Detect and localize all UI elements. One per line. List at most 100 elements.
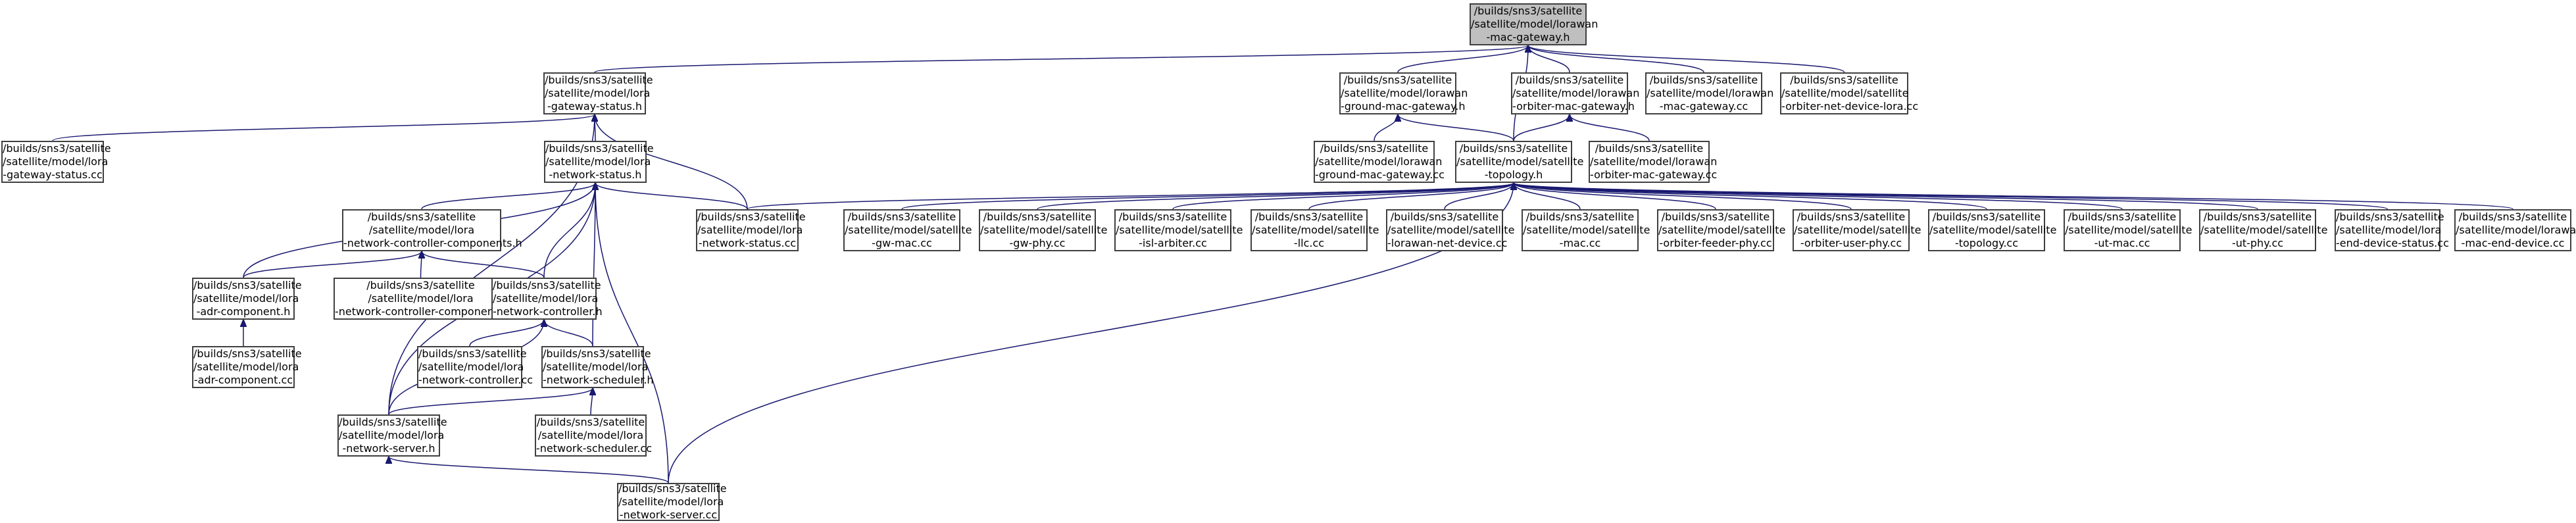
node-label-line: /satellite/model/satellite (1116, 224, 1243, 236)
node-label-line: -mac-gateway.h (1486, 31, 1570, 43)
edge-lorawan-ground-mac-gateway-h-to-root (1397, 45, 1528, 73)
node-label-line: /satellite/model/lorawan (1590, 155, 1718, 168)
node-label-line: /builds/sns3/satellite (193, 279, 302, 291)
node-satellite-ut-phy-cc[interactable]: /builds/sns3/satellite/satellite/model/s… (2199, 209, 2328, 251)
node-label-line: /builds/sns3/satellite (1459, 142, 1568, 155)
node-label-line: -orbiter-net-device-lora.cc (1781, 100, 1919, 112)
node-lora-network-controller-cc[interactable]: /builds/sns3/satellite/satellite/model/l… (417, 346, 533, 388)
node-label-line: /satellite/model/lora (537, 429, 644, 441)
edge-satellite-isl-arbiter-cc-to-satellite-topology-h (1172, 183, 1514, 210)
node-lorawan-mac-gateway-cc[interactable]: /builds/sns3/satellite/satellite/model/l… (1645, 72, 1773, 114)
node-lorawan-ground-mac-gateway-h[interactable]: /builds/sns3/satellite/satellite/model/l… (1339, 72, 1468, 114)
node-lora-network-status-h[interactable]: /builds/sns3/satellite/satellite/model/l… (544, 141, 654, 183)
node-satellite-gw-phy-cc[interactable]: /builds/sns3/satellite/satellite/model/s… (979, 209, 1108, 251)
edge-lora-network-server-cc-to-lora-network-status-h (595, 183, 669, 484)
node-satellite-topology-cc[interactable]: /builds/sns3/satellite/satellite/model/s… (1928, 209, 2057, 251)
edge-lora-gateway-status-cc-to-lora-gateway-status-h (52, 114, 595, 141)
node-label-line: /builds/sns3/satellite (493, 279, 601, 291)
node-label-line: /satellite/model/lora (543, 361, 649, 373)
node-lorawan-orbiter-mac-gateway-h[interactable]: /builds/sns3/satellite/satellite/model/l… (1511, 72, 1639, 114)
node-satellite-orbiter-feeder-phy-cc[interactable]: /builds/sns3/satellite/satellite/model/s… (1657, 209, 1786, 251)
node-lora-network-status-cc[interactable]: /builds/sns3/satellite/satellite/model/l… (696, 209, 806, 251)
node-satellite-isl-arbiter-cc[interactable]: /builds/sns3/satellite/satellite/model/s… (1114, 209, 1243, 251)
edge-lora-network-scheduler-h-to-lora-network-controller-h (544, 320, 593, 347)
node-label-line: /satellite/model/satellite (2200, 224, 2328, 236)
node-label-line: /satellite/model/satellite (980, 224, 1108, 236)
node-label-line: /satellite/model/lorawan (1341, 87, 1468, 99)
node-lora-end-device-status-cc[interactable]: /builds/sns3/satellite/satellite/model/l… (2335, 209, 2449, 251)
node-label-line: -network-scheduler.h (543, 374, 654, 386)
edge-lorawan-mac-end-device-cc-to-satellite-topology-h (1514, 183, 2514, 210)
node-satellite-lorawan-net-device-cc[interactable]: /builds/sns3/satellite/satellite/model/s… (1386, 209, 1514, 251)
node-satellite-llc-cc[interactable]: /builds/sns3/satellite/satellite/model/s… (1251, 209, 1379, 251)
node-label-line: /builds/sns3/satellite (418, 347, 527, 360)
edge-satellite-gw-mac-cc-to-satellite-topology-h (901, 183, 1514, 210)
node-label-line: /builds/sns3/satellite (543, 347, 651, 360)
node-label-line: /satellite/model/satellite (1929, 224, 2057, 236)
node-label-line: /satellite/model/lora (697, 224, 803, 236)
node-lora-adr-component-h[interactable]: /builds/sns3/satellite/satellite/model/l… (192, 278, 302, 320)
node-lora-network-scheduler-h[interactable]: /builds/sns3/satellite/satellite/model/l… (541, 346, 654, 388)
node-label-line: -adr-component.cc (193, 374, 293, 386)
node-label-line: /satellite/model/lora (418, 361, 524, 373)
node-label-line: /builds/sns3/satellite (1595, 142, 1704, 155)
edge-lora-network-controller-components-cc-to-lora-network-controller-components-h (421, 251, 422, 278)
edge-lora-network-scheduler-cc-to-lora-network-scheduler-h (591, 388, 593, 415)
node-label-line: /builds/sns3/satellite (847, 211, 956, 223)
node-label-line: -network-controller.cc (418, 374, 533, 386)
node-label-line: -adr-component.h (196, 305, 291, 318)
edge-lorawan-ground-mac-gateway-cc-to-lorawan-ground-mac-gateway-h (1374, 114, 1398, 141)
node-lora-network-controller-h[interactable]: /builds/sns3/satellite/satellite/model/l… (491, 278, 603, 320)
node-label-line: -network-server.h (342, 442, 435, 455)
node-lora-network-server-h[interactable]: /builds/sns3/satellite/satellite/model/l… (337, 414, 447, 457)
node-label-line: -network-controller-components.h (343, 237, 522, 249)
edge-lora-adr-component-h-to-lora-network-controller-components-h (243, 251, 422, 278)
edge-lora-network-scheduler-h-to-lora-network-status-h (593, 183, 595, 347)
node-label-line: -isl-arbiter.cc (1139, 237, 1207, 249)
node-label-line: /satellite/model/lora (493, 292, 599, 305)
edge-satellite-topology-h-to-lorawan-orbiter-mac-gateway-h (1513, 114, 1570, 141)
node-lora-adr-component-cc[interactable]: /builds/sns3/satellite/satellite/model/l… (192, 346, 302, 388)
node-lorawan-orbiter-mac-gateway-cc[interactable]: /builds/sns3/satellite/satellite/model/l… (1589, 141, 1718, 183)
node-lorawan-mac-end-device-cc[interactable]: /builds/sns3/satellite/satellite/model/l… (2454, 209, 2576, 251)
node-label-line: /builds/sns3/satellite (1254, 211, 1364, 223)
node-lora-gateway-status-h[interactable]: /builds/sns3/satellite/satellite/model/l… (543, 72, 653, 114)
edge-satellite-topology-h-to-lorawan-ground-mac-gateway-h (1398, 114, 1514, 141)
node-label-line: /satellite/model/satellite (1658, 224, 1786, 236)
node-label-line: -mac.cc (1559, 237, 1601, 249)
node-satellite-mac-cc[interactable]: /builds/sns3/satellite/satellite/model/s… (1522, 209, 1650, 251)
node-label-line: -gw-phy.cc (1009, 237, 1066, 249)
node-label-line: /satellite/model/satellite (1781, 87, 1909, 99)
node-label-line: -topology.cc (1954, 237, 2019, 249)
node-lorawan-ground-mac-gateway-cc[interactable]: /builds/sns3/satellite/satellite/model/l… (1314, 141, 1445, 183)
node-satellite-gw-mac-cc[interactable]: /builds/sns3/satellite/satellite/model/s… (843, 209, 972, 251)
node-label-line: /builds/sns3/satellite (1118, 211, 1227, 223)
node-label-line: /builds/sns3/satellite (367, 211, 476, 223)
node-satellite-orbiter-user-phy-cc[interactable]: /builds/sns3/satellite/satellite/model/s… (1793, 209, 1921, 251)
node-label-line: -lorawan-net-device.cc (1387, 237, 1508, 249)
node-label-line: -orbiter-mac-gateway.h (1512, 100, 1635, 112)
node-label-line: /satellite/model/lora (193, 292, 299, 305)
edge-lora-network-server-cc-to-lora-network-server-h (389, 457, 669, 484)
node-label-line: -gateway-status.h (547, 100, 643, 112)
node-orbiter-net-device-lora-cc[interactable]: /builds/sns3/satellite/satellite/model/s… (1780, 72, 1919, 114)
node-lora-network-controller-components-h[interactable]: /builds/sns3/satellite/satellite/model/l… (342, 209, 522, 251)
node-label-line: /builds/sns3/satellite (697, 211, 806, 223)
node-lora-network-server-cc[interactable]: /builds/sns3/satellite/satellite/model/l… (617, 482, 727, 521)
node-label-line: -ut-mac.cc (2094, 237, 2150, 249)
node-lora-network-controller-components-cc[interactable]: /builds/sns3/satellite/satellite/model/l… (334, 278, 518, 320)
node-lora-network-scheduler-cc[interactable]: /builds/sns3/satellite/satellite/model/l… (535, 414, 652, 457)
node-lora-gateway-status-cc[interactable]: /builds/sns3/satellite/satellite/model/l… (1, 141, 111, 183)
node-label-line: /builds/sns3/satellite (2336, 211, 2444, 223)
node-label-line: -network-server.cc (619, 509, 718, 521)
node-label-line: -ground-mac-gateway.cc (1315, 168, 1445, 181)
node-satellite-ut-mac-cc[interactable]: /builds/sns3/satellite/satellite/model/s… (2064, 209, 2192, 251)
node-label-line: -mac-gateway.cc (1659, 100, 1748, 112)
node-label-line: /builds/sns3/satellite (3, 142, 111, 155)
node-label-line: /builds/sns3/satellite (2203, 211, 2312, 223)
node-satellite-topology-h[interactable]: /builds/sns3/satellite/satellite/model/s… (1455, 141, 1583, 183)
edge-satellite-topology-cc-to-satellite-topology-h (1514, 183, 1987, 210)
node-label-line: /builds/sns3/satellite (1649, 74, 1758, 86)
